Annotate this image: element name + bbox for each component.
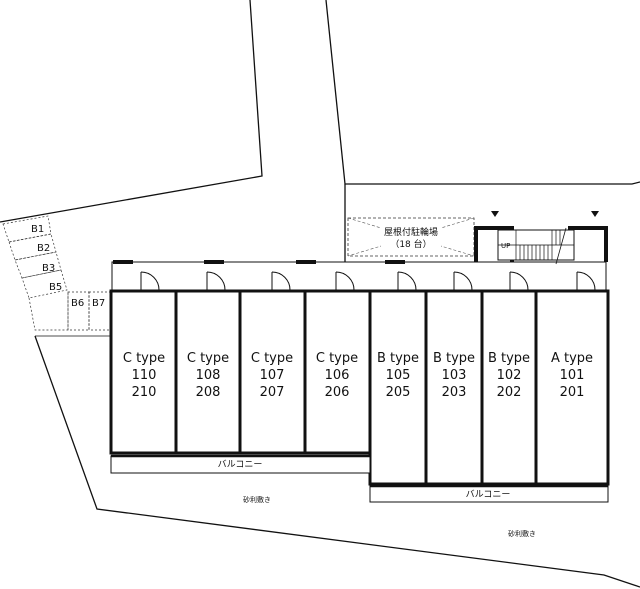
- balconies: バルコニー バルコニー: [110, 454, 609, 503]
- unit-label-108: C type 108 208: [187, 351, 229, 400]
- unit-type-label: C type: [251, 351, 293, 366]
- bike-slot-labels: B1 B2 B3 B5 B6 B7: [31, 224, 105, 309]
- bike-slot-label: B1: [31, 224, 44, 235]
- unit-upper-number: 202: [497, 385, 522, 400]
- unit-type-label: B type: [377, 351, 419, 366]
- unit-label-103: B type 103 203: [433, 351, 475, 400]
- bike-slot-b1[interactable]: [2, 215, 52, 243]
- unit-blocks: [109, 289, 610, 486]
- door-102[interactable]: [509, 271, 529, 291]
- door-106[interactable]: [335, 271, 355, 291]
- balcony-label: バルコニー: [466, 489, 511, 500]
- site-boundary-west: [0, 0, 263, 223]
- corridor-wall: [111, 261, 607, 290]
- parking-label-bg: [381, 225, 441, 250]
- bike-slots: [2, 215, 111, 331]
- unit-label-105: B type 105 205: [377, 351, 419, 400]
- bike-slot-edge: [28, 292, 69, 331]
- unit-type-label: B type: [488, 351, 530, 366]
- door-107[interactable]: [271, 271, 291, 291]
- corridor-window-marks: [113, 260, 405, 264]
- gravel-label: 砂利敷き: [243, 495, 271, 504]
- unit-101[interactable]: [534, 289, 610, 486]
- unit-type-label: C type: [187, 351, 229, 366]
- unit-lower-number: 101: [560, 368, 585, 383]
- unit-label-107: C type 107 207: [251, 351, 293, 400]
- door-103[interactable]: [453, 271, 473, 291]
- unit-upper-number: 208: [196, 385, 221, 400]
- unit-108[interactable]: [174, 289, 242, 455]
- bike-slot-label: B7: [92, 298, 105, 309]
- balcony-label: バルコニー: [218, 459, 263, 470]
- site-boundary-south: [34, 335, 640, 588]
- bike-slot-label: B5: [49, 282, 62, 293]
- bike-slot-b3[interactable]: [14, 251, 62, 279]
- unit-105[interactable]: [368, 289, 428, 486]
- unit-type-label: C type: [123, 351, 165, 366]
- unit-lower-number: 110: [132, 368, 157, 383]
- unit-lower-number: 106: [325, 368, 350, 383]
- unit-labels: C type 110 210 C type 108 208 C type 107…: [123, 351, 593, 400]
- unit-type-label: A type: [551, 351, 593, 366]
- unit-110[interactable]: [109, 289, 178, 455]
- unit-lower-number: 103: [442, 368, 467, 383]
- bike-slot-label: B6: [71, 298, 84, 309]
- gravel-label: 砂利敷き: [508, 529, 536, 538]
- unit-lower-number: 108: [196, 368, 221, 383]
- unit-label-101: A type 101 201: [551, 351, 593, 400]
- door-105[interactable]: [397, 271, 417, 291]
- unit-106[interactable]: [303, 289, 372, 455]
- entrance-arrow-icon: [591, 211, 599, 217]
- unit-label-106: C type 106 206: [316, 351, 358, 400]
- unit-lower-number: 105: [386, 368, 411, 383]
- covered-bike-parking: 屋根付駐輪場 （18 台）: [347, 217, 475, 257]
- corridor: [111, 260, 607, 290]
- stair-up-label: UP: [501, 242, 510, 250]
- unit-upper-number: 206: [325, 385, 350, 400]
- unit-label-102: B type 102 202: [488, 351, 530, 400]
- unit-type-label: C type: [316, 351, 358, 366]
- site-boundary-north-east: [325, 0, 640, 185]
- parking-label: 屋根付駐輪場: [384, 226, 438, 238]
- door-110[interactable]: [140, 271, 160, 291]
- bike-slot-b5[interactable]: [21, 269, 68, 299]
- parking-count: （18 台）: [390, 238, 431, 250]
- bike-slot-b6[interactable]: [67, 291, 90, 331]
- unit-type-label: B type: [433, 351, 475, 366]
- stair-break-line: [555, 227, 567, 265]
- door-101[interactable]: [576, 271, 596, 291]
- bike-slot-label: B2: [37, 243, 50, 254]
- staircase: UP: [474, 211, 608, 265]
- unit-102[interactable]: [480, 289, 538, 486]
- unit-103[interactable]: [424, 289, 484, 486]
- door-108[interactable]: [206, 271, 226, 291]
- unit-upper-number: 201: [560, 385, 585, 400]
- unit-doors: [140, 271, 596, 291]
- unit-upper-number: 205: [386, 385, 411, 400]
- unit-upper-number: 210: [132, 385, 157, 400]
- stair-enclosure-right: [568, 226, 608, 262]
- bike-slot-label: B3: [42, 263, 55, 274]
- unit-lower-number: 107: [260, 368, 285, 383]
- entrance-arrow-icon: [491, 211, 499, 217]
- gravel-labels: 砂利敷き 砂利敷き: [243, 495, 536, 538]
- unit-upper-number: 203: [442, 385, 467, 400]
- unit-lower-number: 102: [497, 368, 522, 383]
- unit-label-110: C type 110 210: [123, 351, 165, 400]
- unit-upper-number: 207: [260, 385, 285, 400]
